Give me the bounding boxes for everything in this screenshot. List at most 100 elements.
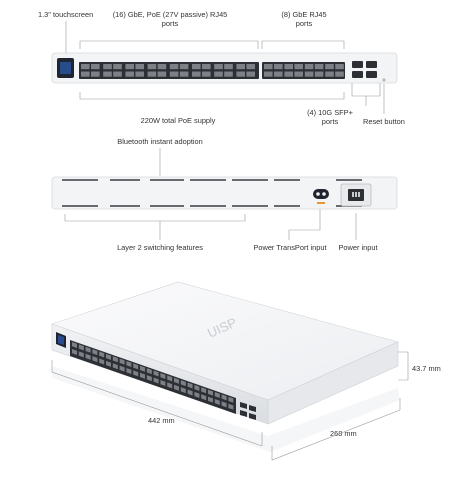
poe-port <box>246 64 255 70</box>
width-dimension: 442 mm <box>148 416 175 425</box>
angled-port <box>194 391 200 398</box>
poe-port <box>236 64 245 70</box>
rj45-port <box>335 71 344 77</box>
angled-port <box>201 394 207 401</box>
sfp-ports-label-line1: (4) 10G SFP+ <box>307 108 353 117</box>
angled-port <box>146 368 152 375</box>
angled-port <box>133 370 139 377</box>
rj45-port <box>314 64 324 70</box>
rj45-ports-label-line1: (8) GbE RJ45 <box>281 10 327 19</box>
front-view-drawing <box>51 21 398 114</box>
poe-port <box>179 71 189 77</box>
angled-port <box>99 358 105 365</box>
poe-port <box>214 64 223 70</box>
angled-port <box>72 349 77 355</box>
sfp-ports <box>352 61 377 78</box>
depth-dimension-line <box>271 409 401 461</box>
angled-port <box>228 396 234 403</box>
angled-port <box>187 382 193 389</box>
angled-port <box>160 372 166 379</box>
poe-port-group <box>79 62 259 79</box>
layer2-bracket <box>64 214 246 222</box>
rj45-ports-bracket <box>261 40 345 49</box>
rj45-port <box>274 71 283 77</box>
poe-port <box>157 71 167 77</box>
poe-ports-label-line2: ports <box>161 19 179 28</box>
angled-port <box>126 361 132 368</box>
sfp-port <box>366 71 377 78</box>
rj45-port <box>325 64 334 70</box>
angled-port <box>214 398 220 405</box>
width-dimension-line <box>51 360 263 447</box>
sfp-port <box>352 61 363 68</box>
angled-port <box>140 365 145 372</box>
rj45-port <box>284 71 293 77</box>
angled-port <box>208 389 213 396</box>
poe-port <box>224 71 233 77</box>
angled-port <box>112 363 118 370</box>
bluetooth-label: Bluetooth instant adoption <box>117 137 203 146</box>
angled-port <box>201 387 207 394</box>
transport-indicator <box>317 202 325 204</box>
poe-port <box>135 64 144 70</box>
rj45-port <box>294 64 303 70</box>
angled-port <box>167 382 173 389</box>
angled-sfp-ports <box>240 402 256 420</box>
poe-port <box>202 64 211 70</box>
transport-callout-line <box>288 206 321 240</box>
poe-port <box>169 64 179 70</box>
poe-port-block <box>79 62 259 79</box>
touchscreen-display <box>60 62 71 74</box>
angled-port <box>214 391 220 398</box>
angled-port <box>221 394 227 401</box>
rear-view-drawing <box>51 148 398 240</box>
poe-port <box>81 71 90 77</box>
sfp-ports-label-line2: ports <box>321 117 339 126</box>
angled-port <box>174 377 179 384</box>
angled-port <box>153 370 159 377</box>
layer2-label: Layer 2 switching features <box>117 243 203 252</box>
rj45-port <box>325 71 334 77</box>
angled-port <box>180 380 186 387</box>
angled-port <box>119 358 125 365</box>
rj45-port <box>284 64 293 70</box>
reset-button-label: Reset button <box>363 117 405 126</box>
rj45-port <box>294 71 303 77</box>
angled-port <box>99 351 105 358</box>
angled-port <box>133 363 139 370</box>
angled-port-cells <box>72 342 234 410</box>
rj45-ports-label-line2: ports <box>295 19 313 28</box>
poe-port <box>157 64 167 70</box>
poe-port <box>246 71 255 77</box>
angled-port <box>92 356 98 363</box>
poe-port <box>81 64 90 70</box>
sfp-port <box>366 61 377 68</box>
touchscreen-label: 1.3" touchscreen <box>38 10 94 19</box>
rj45-port <box>264 64 273 70</box>
angled-port <box>112 356 118 363</box>
angled-port <box>92 349 98 356</box>
poe-port <box>214 71 223 77</box>
angled-port <box>119 365 125 372</box>
angled-port <box>228 403 234 410</box>
angled-port <box>208 396 213 403</box>
angled-port <box>167 375 173 382</box>
sfp-ports-label: (4) 10G SFP+ ports <box>300 108 360 126</box>
depth-dimension: 268 mm <box>330 429 357 438</box>
rj45-port <box>274 64 283 70</box>
poe-port <box>91 64 100 70</box>
poe-port <box>103 64 112 70</box>
rj45-port <box>304 71 314 77</box>
rj45-port <box>314 71 324 77</box>
poe-ports-bracket <box>79 40 259 49</box>
angled-port <box>78 351 84 358</box>
angled-port <box>78 344 84 351</box>
poe-supply-bracket <box>79 92 345 100</box>
angled-port <box>153 377 159 384</box>
angled-port <box>72 342 77 348</box>
front-port-cells <box>81 64 344 77</box>
angled-port <box>174 384 179 391</box>
poe-port <box>125 71 134 77</box>
rj45-port-group <box>262 62 345 79</box>
